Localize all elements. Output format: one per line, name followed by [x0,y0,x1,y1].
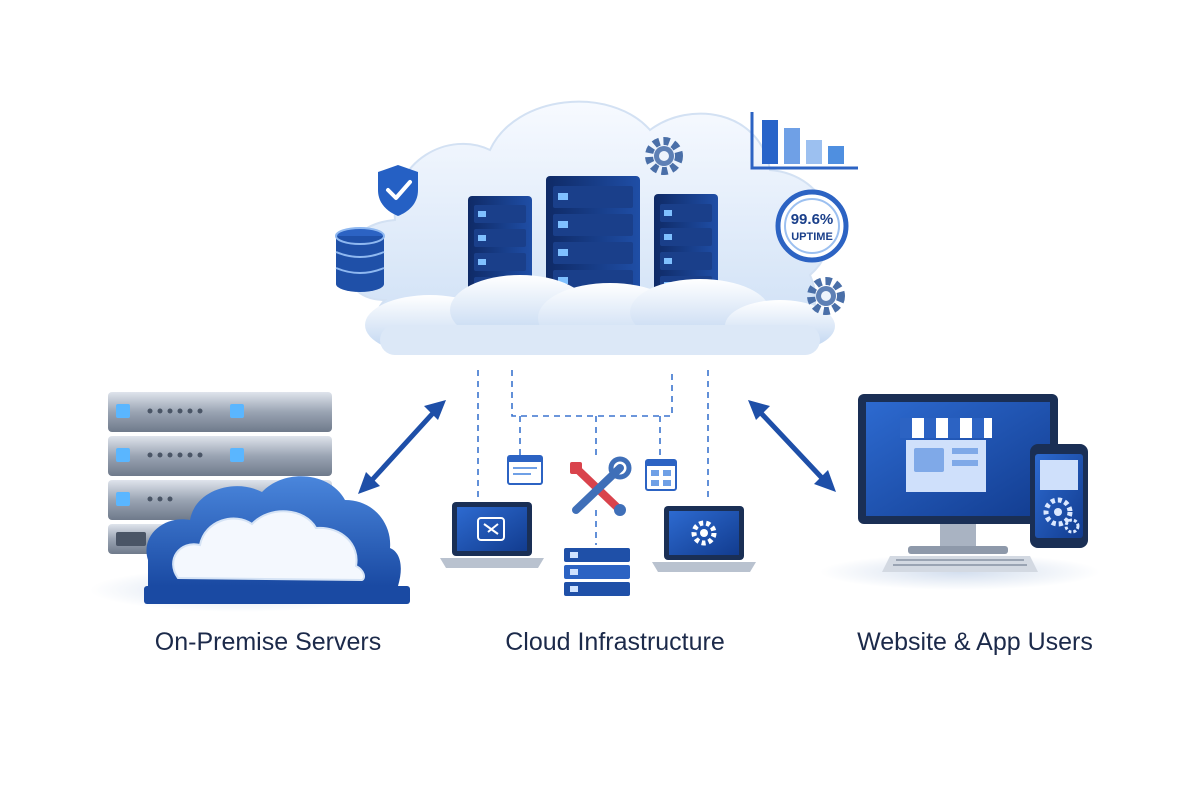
arrow-left-bidirectional [358,400,446,494]
label-on-premise-servers: On-Premise Servers [154,628,382,656]
uptime-badge: 99.6% UPTIME [775,189,849,263]
uptime-value: 99.6% [791,211,834,228]
window-icon-left [507,455,543,485]
database-icon [335,227,385,292]
arrow-right-bidirectional [748,400,836,492]
cloud-puffs [365,275,835,355]
gear-icon-top [645,137,683,175]
laptop-right [652,506,756,572]
uptime-label: UPTIME [791,231,833,243]
label-cloud-infrastructure: Cloud Infrastructure [505,628,725,656]
on-premise-cloud [144,476,410,604]
storage-stack-icon [564,548,630,596]
gear-icon-right [807,277,845,315]
smartphone [1030,444,1088,548]
tools-icon [570,456,632,516]
laptop-left [440,502,544,568]
shield-icon [378,165,418,216]
label-website-app-users: Website & App Users [857,628,1093,656]
cloud-server-rack-center [546,176,640,308]
bar-chart-icon [750,112,858,170]
connector-lines [477,370,709,545]
desktop-monitor [820,394,1100,590]
window-icon-right [645,459,677,491]
